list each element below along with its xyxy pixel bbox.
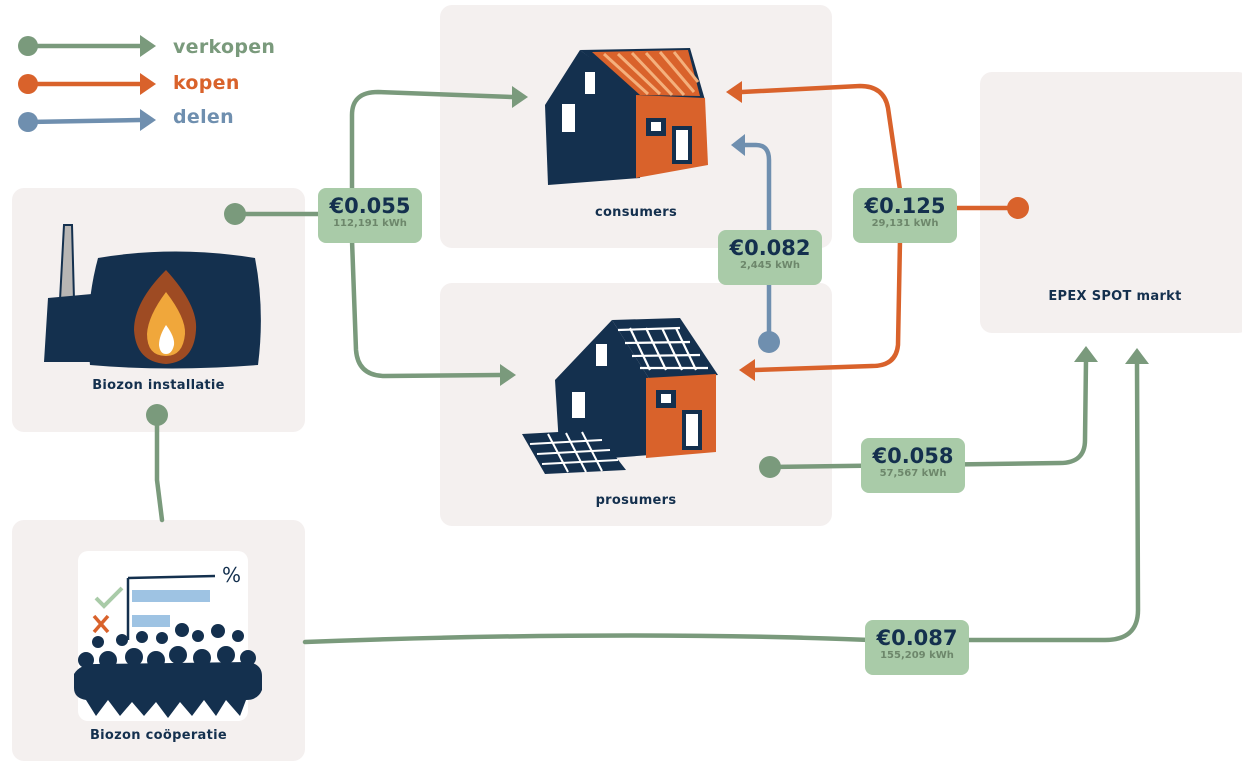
flow-line-installatie-cooperatie xyxy=(154,412,165,523)
biozon-installatie-label: Biozon installatie xyxy=(92,378,225,393)
flow-line-share xyxy=(739,142,772,343)
cooperative-members-icon: % xyxy=(74,551,262,721)
kwh-value: 29,131 kWh xyxy=(871,218,939,229)
price-value: €0.058 xyxy=(872,444,954,468)
svg-text:%: % xyxy=(222,563,241,587)
epex-label: EPEX SPOT markt xyxy=(1048,289,1182,304)
solar-house-icon xyxy=(522,318,718,474)
flow-line-buy-to-prosumers xyxy=(752,237,903,373)
cooperatie-dot-icon xyxy=(146,404,168,426)
price-tag-cooperatie-epex: €0.087 155,209 kWh xyxy=(865,620,969,675)
arrow-epex-2-icon xyxy=(1125,348,1149,364)
biozon-cooperatie-label: Biozon coöperatie xyxy=(89,728,228,743)
consumers-label: consumers xyxy=(594,205,678,220)
price-tag-prosumers-epex: €0.058 57,567 kWh xyxy=(861,438,965,493)
legend-share-arrow-icon xyxy=(140,109,156,131)
legend-buy-dot-icon xyxy=(18,74,38,94)
flow-line-to-consumers xyxy=(349,89,515,193)
kwh-value: 57,567 kWh xyxy=(879,468,947,479)
legend-sell-arrow-icon xyxy=(140,35,156,57)
installatie-dot-icon xyxy=(224,203,246,225)
legend-verkopen-label: verkopen xyxy=(173,36,276,58)
price-value: €0.082 xyxy=(729,236,811,260)
legend-share-dot-icon xyxy=(18,112,38,132)
legend-kopen-label: kopen xyxy=(173,72,240,94)
arrow-to-consumers-icon xyxy=(512,86,528,108)
price-value: €0.055 xyxy=(329,194,411,218)
kwh-value: 2,445 kWh xyxy=(740,260,800,271)
price-tag-epex-buy: €0.125 29,131 kWh xyxy=(853,188,957,243)
arrow-share-consumers-icon xyxy=(731,134,745,156)
prosumers-label: prosumers xyxy=(595,493,677,508)
price-value: €0.125 xyxy=(864,194,946,218)
epex-dot-icon xyxy=(1007,197,1029,219)
price-value: €0.087 xyxy=(876,626,958,650)
biogas-plant-icon xyxy=(44,224,261,369)
arrow-buy-prosumers-icon xyxy=(739,359,755,381)
legend-delen-label: delen xyxy=(173,106,234,128)
flow-line-prosumers-epex xyxy=(767,357,1089,470)
flow-line-cooperatie-epex xyxy=(302,359,1141,645)
arrow-buy-consumers-icon xyxy=(726,81,742,103)
legend-buy-arrow-icon xyxy=(140,73,156,95)
price-tag-share: €0.082 2,445 kWh xyxy=(718,230,822,285)
house-icon xyxy=(545,48,708,185)
arrow-epex-1-icon xyxy=(1074,346,1098,362)
prosumers-sell-dot-icon xyxy=(759,456,781,478)
arrow-to-prosumers-icon xyxy=(500,364,516,386)
kwh-value: 155,209 kWh xyxy=(880,650,954,661)
kwh-value: 112,191 kWh xyxy=(333,218,407,229)
legend-share-line xyxy=(25,117,143,125)
prosumers-share-dot-icon xyxy=(758,331,780,353)
legend-sell-dot-icon xyxy=(18,36,38,56)
price-tag-installatie: €0.055 112,191 kWh xyxy=(318,188,422,243)
flow-line-buy-to-consumers xyxy=(739,83,903,193)
flow-line-to-prosumers xyxy=(349,237,503,379)
